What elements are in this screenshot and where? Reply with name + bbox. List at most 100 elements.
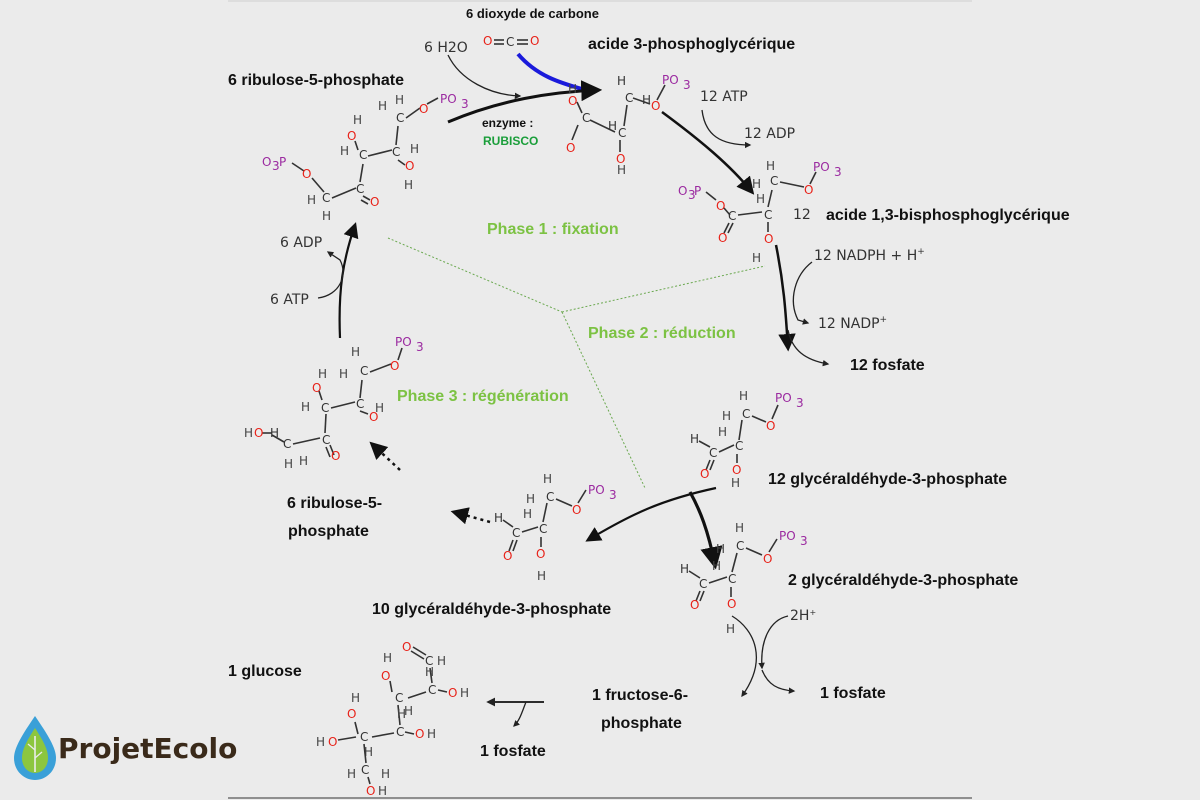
svg-text:O: O [678, 184, 687, 198]
svg-text:H: H [722, 409, 731, 423]
svg-text:C: C [396, 725, 404, 739]
ru5p-label-line2: phosphate [288, 523, 369, 540]
svg-text:O: O [804, 183, 813, 197]
svg-text:C: C [428, 683, 436, 697]
svg-text:O: O [718, 231, 727, 245]
svg-text:O: O [763, 552, 772, 566]
svg-text:O: O [766, 419, 775, 433]
svg-text:H: H [322, 209, 331, 223]
svg-text:H: H [364, 745, 373, 759]
svg-text:O: O [366, 784, 375, 798]
phase-1-label: Phase 1 : fixation [487, 221, 619, 238]
svg-text:H: H [244, 426, 253, 440]
svg-text:H: H [608, 119, 617, 133]
svg-text:C: C [361, 763, 369, 777]
svg-text:H: H [378, 784, 387, 798]
svg-text:C: C [392, 145, 400, 159]
svg-text:H: H [316, 735, 325, 749]
svg-text:H: H [299, 454, 308, 468]
svg-text:H: H [617, 163, 626, 177]
svg-text:C: C [699, 577, 707, 591]
svg-text:O: O [503, 549, 512, 563]
atp12-label: 12 ATP [700, 89, 748, 105]
svg-text:3: 3 [683, 78, 691, 92]
svg-text:H: H [543, 472, 552, 486]
svg-text:C: C [322, 191, 330, 205]
svg-text:O: O [415, 727, 424, 741]
rubp-top-label: 6 ribulose-5-phosphate [228, 72, 404, 89]
co2-molecule: O C O [483, 34, 539, 49]
svg-text:C: C [582, 111, 590, 125]
svg-text:O: O [530, 34, 539, 48]
rubisco-label: RUBISCO [483, 134, 538, 148]
svg-text:C: C [539, 522, 547, 536]
svg-text:H: H [395, 93, 404, 107]
svg-text:3: 3 [800, 534, 808, 548]
svg-text:C: C [283, 437, 291, 451]
svg-text:H: H [735, 521, 744, 535]
svg-text:C: C [512, 526, 520, 540]
svg-text:C: C [764, 208, 772, 222]
pga-label: acide 3-phosphoglycérique [588, 36, 795, 53]
svg-text:C: C [770, 174, 778, 188]
svg-text:C: C [625, 91, 633, 105]
svg-text:H: H [353, 113, 362, 127]
svg-text:H: H [378, 99, 387, 113]
nadph-label: 12 NADPH + H+ [814, 247, 925, 264]
svg-text:C: C [546, 490, 554, 504]
svg-text:3: 3 [461, 97, 469, 111]
svg-text:C: C [396, 111, 404, 125]
adp6-label: 6 ADP [280, 235, 322, 251]
svg-text:O: O [262, 155, 271, 169]
svg-text:C: C [360, 364, 368, 378]
svg-text:H: H [437, 654, 446, 668]
svg-text:H: H [494, 511, 503, 525]
fosfate12-label: 12 fosfate [850, 357, 925, 374]
svg-text:C: C [709, 446, 717, 460]
svg-text:C: C [356, 397, 364, 411]
svg-text:H: H [410, 142, 419, 156]
svg-text:O: O [566, 141, 575, 155]
bpga-label: acide 1,3-bisphosphoglycérique [826, 207, 1070, 224]
svg-text:O: O [381, 669, 390, 683]
co2-label: 6 dioxyde de carbone [466, 6, 599, 21]
projetecolo-logo: ProjetEcolo [14, 716, 237, 780]
fosfate1a-label: 1 fosfate [820, 685, 886, 702]
svg-text:H: H [523, 507, 532, 521]
svg-text:PO: PO [395, 335, 412, 349]
svg-text:H: H [318, 367, 327, 381]
svg-text:H: H [537, 569, 546, 583]
svg-text:O: O [370, 195, 379, 209]
svg-text:C: C [425, 654, 433, 668]
svg-text:PO: PO [775, 391, 792, 405]
svg-text:H: H [381, 767, 390, 781]
svg-text:C: C [356, 182, 364, 196]
svg-text:H: H [617, 74, 626, 88]
svg-text:O: O [328, 735, 337, 749]
water-label: 6 H2O [424, 40, 468, 56]
svg-text:3: 3 [834, 165, 842, 179]
svg-text:PO: PO [440, 92, 457, 106]
svg-text:O: O [302, 167, 311, 181]
svg-text:H: H [347, 767, 356, 781]
svg-text:C: C [395, 691, 403, 705]
svg-text:3: 3 [688, 188, 696, 202]
svg-text:O: O [419, 102, 428, 116]
glucose-label: 1 glucose [228, 663, 302, 680]
svg-text:O: O [448, 686, 457, 700]
svg-text:O: O [568, 94, 577, 108]
svg-text:C: C [735, 439, 743, 453]
svg-text:O: O [536, 547, 545, 561]
phase-separators [387, 237, 766, 489]
svg-text:O: O [572, 503, 581, 517]
svg-text:H: H [270, 426, 279, 440]
svg-text:H: H [460, 686, 469, 700]
phase-3-label: Phase 3 : régénération [397, 388, 569, 405]
leaf-drop-icon [14, 716, 56, 780]
